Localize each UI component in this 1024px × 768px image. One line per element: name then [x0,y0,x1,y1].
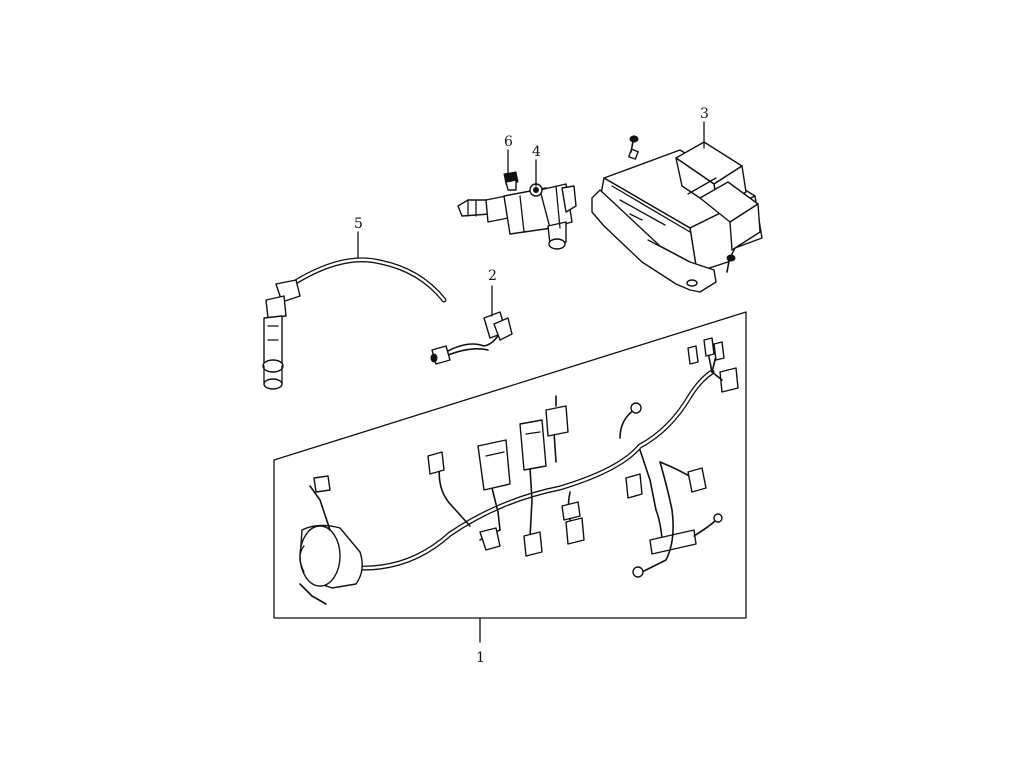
callout-label-5: 5 [354,216,363,232]
ignition-coil [457,183,577,250]
main-wiring-harness [273,311,747,619]
callout-2: 2 [488,268,497,317]
callout-label-1: 1 [476,650,485,666]
callout-6: 6 [504,134,513,175]
callout-4: 4 [532,144,541,187]
callout-5: 5 [354,216,363,259]
callout-label-4: 4 [532,144,541,160]
high-tension-lead [262,257,447,390]
ecu-screw-bottom [726,254,736,273]
callout-label-3: 3 [700,106,709,122]
sensor-connector [430,311,513,365]
callout-label-2: 2 [488,268,497,284]
bolt [503,171,519,191]
callout-1: 1 [476,617,485,666]
callout-label-6: 6 [504,134,513,150]
harness-frame [273,311,747,619]
ecu-screw-top [628,135,639,160]
ecu-control-unit [591,135,763,293]
callout-3: 3 [700,106,709,149]
